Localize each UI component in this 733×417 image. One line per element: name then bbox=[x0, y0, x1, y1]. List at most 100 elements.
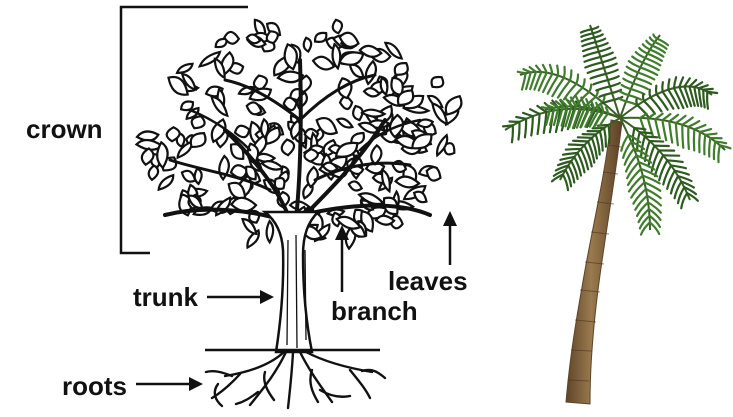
palm-leaflet bbox=[516, 117, 526, 119]
roots-shape bbox=[206, 352, 385, 408]
palm-leaflet bbox=[538, 114, 540, 134]
palm-leaflet bbox=[523, 69, 530, 72]
palm-leaflet bbox=[600, 53, 612, 57]
palm-leaflet bbox=[518, 72, 526, 73]
palm-leaflet bbox=[597, 43, 607, 47]
palm-leaflet bbox=[596, 39, 606, 42]
palm-leaflet bbox=[655, 119, 659, 138]
palm-leaflet bbox=[718, 145, 720, 162]
palm-leaflet bbox=[566, 149, 581, 150]
palm-leaflet bbox=[583, 79, 585, 87]
palm-leaflet bbox=[620, 91, 628, 95]
palm-leaflet bbox=[600, 131, 603, 150]
palm-leaflet bbox=[643, 94, 644, 101]
leaves-label: leaves bbox=[388, 268, 468, 294]
leaf-cluster bbox=[336, 116, 354, 129]
palm-leaflet bbox=[604, 128, 606, 147]
leaf-cluster bbox=[376, 216, 394, 225]
palm-leaflet bbox=[707, 92, 708, 109]
palm-leaflet bbox=[674, 77, 676, 88]
leaf-cluster bbox=[194, 168, 202, 184]
palm-leaflet bbox=[684, 78, 689, 86]
palm-leaflet bbox=[557, 66, 558, 76]
palm-leaflet bbox=[694, 125, 705, 129]
leaf-cluster bbox=[331, 19, 343, 34]
palm-leaflet bbox=[593, 31, 601, 34]
palm-leaflet bbox=[653, 34, 657, 38]
palm-leaflet bbox=[581, 33, 592, 36]
palm-leaflet bbox=[622, 85, 631, 89]
palm-leaflet bbox=[582, 42, 595, 46]
palm-leaflet bbox=[518, 122, 519, 140]
palm-leaflet bbox=[569, 145, 585, 146]
palm-leaflet bbox=[694, 82, 702, 87]
palm-leaflet bbox=[643, 44, 650, 49]
palm-leaflet bbox=[563, 174, 568, 190]
palm-leaflet bbox=[650, 37, 655, 42]
palm-leaflet bbox=[700, 129, 711, 132]
leaf-cluster bbox=[267, 221, 274, 242]
palm-leaflet bbox=[525, 119, 526, 138]
palm-leaflet bbox=[709, 138, 710, 157]
palm-leaflet bbox=[662, 82, 663, 91]
oak-tree-icon bbox=[136, 18, 465, 408]
branch-label: branch bbox=[331, 298, 418, 324]
palm-leaflet bbox=[564, 67, 565, 78]
palm-leaflet bbox=[639, 48, 647, 54]
palm-leaflet bbox=[576, 75, 578, 84]
palm-leaflet bbox=[589, 84, 591, 92]
palm-leaflet bbox=[591, 74, 606, 79]
leaf-cluster bbox=[348, 180, 364, 192]
palm-leaflet bbox=[578, 137, 592, 138]
palm-leaflet bbox=[669, 115, 678, 122]
palm-leaflet bbox=[640, 132, 652, 133]
palm-leaflet bbox=[585, 62, 602, 67]
leaf-cluster bbox=[429, 73, 447, 91]
palm-leaflet bbox=[703, 89, 713, 90]
palm-leaflet bbox=[570, 70, 571, 80]
crown-label: crown bbox=[26, 116, 103, 142]
palm-leaflet bbox=[655, 114, 662, 120]
palm-leaflet bbox=[662, 120, 666, 140]
palm-leaflet bbox=[584, 52, 599, 57]
palm-leaflet bbox=[688, 127, 689, 149]
palm-leaflet bbox=[523, 113, 533, 116]
palm-leaflet bbox=[662, 114, 670, 120]
trunk-label: trunk bbox=[133, 284, 198, 310]
trunk-arrow bbox=[207, 290, 274, 304]
palm-leaflet bbox=[699, 85, 708, 88]
palm-leaflet bbox=[623, 79, 633, 84]
palm-leaflet bbox=[650, 90, 651, 98]
palm-leaflet bbox=[636, 99, 637, 105]
palm-leaflet bbox=[503, 125, 513, 126]
palm-leaflet bbox=[627, 67, 638, 73]
palm-leaflet bbox=[628, 95, 641, 100]
palm-leaflet bbox=[633, 83, 648, 89]
palm-leaflet bbox=[646, 41, 652, 46]
palm-leaflet bbox=[602, 58, 615, 63]
palm-leaflet bbox=[632, 56, 643, 62]
palm-leaflet bbox=[707, 92, 717, 93]
palm-tree-icon bbox=[503, 25, 730, 404]
leaf-cluster bbox=[156, 173, 176, 192]
palm-leaflet bbox=[618, 98, 626, 101]
palm-leaflet bbox=[705, 134, 716, 135]
palm-leaflet bbox=[669, 121, 672, 142]
palm-leaflet bbox=[625, 73, 636, 78]
palm-leaflet bbox=[599, 48, 610, 52]
palm-leaflet bbox=[634, 128, 645, 129]
palm-leaflet bbox=[542, 107, 550, 109]
palm-leaflet bbox=[679, 77, 683, 87]
palm-leaflet bbox=[604, 64, 617, 68]
crown-bracket bbox=[121, 7, 248, 253]
leaf-cluster bbox=[261, 159, 284, 171]
palm-leaflet bbox=[606, 70, 618, 74]
palm-leaflet bbox=[599, 93, 612, 97]
palm-leaflet bbox=[629, 176, 643, 192]
palm-leaflet bbox=[588, 68, 604, 73]
palm-leaflet bbox=[522, 73, 526, 89]
palm-leaflet bbox=[531, 116, 533, 135]
palm-leaflet bbox=[714, 142, 715, 160]
palm-leaflet bbox=[676, 116, 686, 123]
